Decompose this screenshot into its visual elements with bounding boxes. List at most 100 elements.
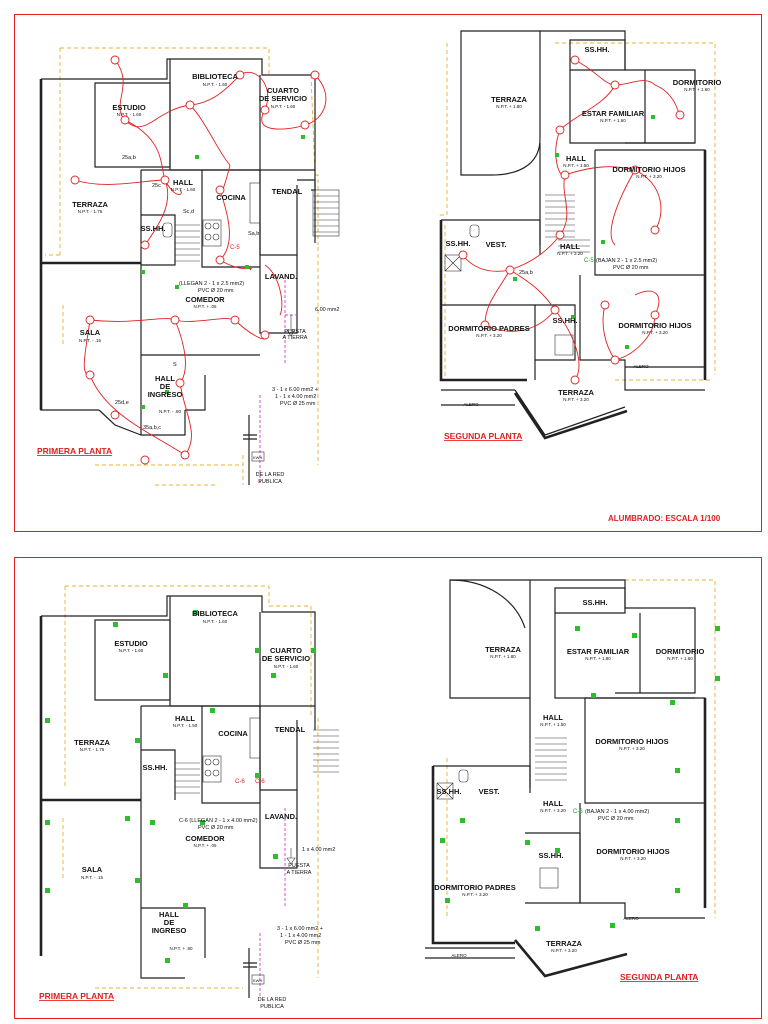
room-label-estudio-b: ESTUDIO (114, 639, 148, 648)
plan-title-primera-planta-b: PRIMERA PLANTA (39, 991, 114, 1001)
wall-dorm-hijos-3 (579, 275, 705, 391)
switch-tag: Sc,d (183, 209, 194, 215)
wall-sshh-b (141, 749, 176, 800)
wall-terraza-b2 (449, 579, 531, 699)
room-label-sshh2-b2: SS.HH. (436, 787, 461, 796)
switches-second-floor (513, 115, 655, 349)
stair-second-floor (545, 194, 590, 253)
room-label-comedor-b: COMEDOR (185, 834, 225, 843)
room-label-sshh3-b2: SS.HH. (538, 851, 563, 860)
level-dorm-padres: N.P.T. + 3.20 (476, 333, 502, 338)
room-label-sshh-b2: SS.HH. (582, 598, 607, 607)
wall-dorm-padres-inner (441, 304, 536, 380)
first-floor-plan-top: BIBLIOTECA N.P.T. - 1.60 ESTUDIO N.P.T. … (37, 47, 339, 486)
label-alero-right-b2: ALERO (623, 916, 639, 921)
plan-title-primera-planta: PRIMERA PLANTA (37, 446, 112, 456)
outlets-second-floor (440, 626, 720, 931)
wall-estudio-b (94, 619, 171, 701)
room-label-estar-b2: ESTAR FAMILIAR (567, 647, 630, 656)
wall-dorm-hijos (595, 149, 706, 380)
circuit-label-c6-a: C-6 (235, 779, 245, 785)
level-hall-ingreso: N.P.T. - .80 (159, 409, 181, 414)
wall-entrance-east (185, 375, 206, 411)
wall-lavand (259, 255, 298, 334)
room-label-sshh-2: SS.HH. (445, 239, 470, 248)
stair-hall (175, 224, 200, 262)
public-grid-label-b: DE LA RED (258, 997, 287, 1003)
circuit-incoming-note-b: C-6 (LLEGAN 2 - 1 x 4.00 mm2) (179, 818, 258, 824)
second-floor-plan-top: SS.HH. TERRAZA N.P.T. + 1.80 ESTAR FAMIL… (439, 30, 721, 441)
public-grid-label-2-b: PUBLICA (260, 1004, 284, 1010)
level-hijos1-b2: N.P.T. + 3.20 (619, 746, 645, 751)
scale-label: ALUMBRADO: ESCALA 1/100 (608, 514, 721, 523)
switch-tag: 35a,b,c (143, 425, 161, 431)
level-sala: N.P.T. - .15 (79, 338, 101, 343)
room-label-terraza-b: TERRAZA (74, 738, 110, 747)
room-label-comedor: COMEDOR (185, 295, 225, 304)
ground-label-2-b: A TIERRA (287, 870, 312, 876)
room-label-hijos2-b2: DORMITORIO HIJOS (596, 847, 669, 856)
level-comedor-b: N.P.T. + .05 (193, 843, 217, 848)
stove (202, 219, 222, 247)
room-label-hall-3: HALL (560, 242, 580, 251)
room-label-lavand: LAVAND. (265, 272, 297, 281)
wall-terraza-curve (460, 30, 541, 176)
feeder-note-3-b: PVC Ø 25 mm (285, 940, 321, 946)
wall-alero-left (441, 389, 515, 406)
kitchen-counter (249, 182, 261, 224)
wall-sshh-top (569, 39, 626, 71)
room-label-hall-ingreso-b: HALL (159, 910, 179, 919)
meter-label-b: KWH (253, 978, 262, 983)
public-grid-label: DE LA RED (256, 472, 285, 478)
level-hall-b2: N.P.T. + 1.50 (540, 722, 566, 727)
wall-terraza-bottom-b2 (514, 939, 628, 978)
room-label-biblioteca: BIBLIOTECA (192, 72, 238, 81)
circuit-outgoing-pipe: PVC Ø 20 mm (613, 265, 649, 271)
room-label-terraza-b2: TERRAZA (485, 645, 521, 654)
level-padres-b2: N.P.T. + 3.20 (462, 892, 488, 897)
room-label-dorm-b2: DORMITORIO (656, 647, 705, 656)
level-servicio: N.P.T. - 1.60 (271, 104, 296, 109)
room-label-hall-2: HALL (566, 154, 586, 163)
wall-sshh-vest (441, 219, 541, 245)
level-biblioteca-b: N.P.T. - 1.60 (203, 619, 228, 624)
room-label-dorm-hijos-2: DORMITORIO HIJOS (618, 321, 691, 330)
level-hall-2: N.P.T. + 1.50 (563, 163, 589, 168)
sheet-bottom-drawing: BIBLIOTECA N.P.T. - 1.60 ESTUDIO N.P.T. … (39, 579, 720, 1010)
stair-east-b (313, 729, 339, 773)
kwh-meter-b (251, 974, 265, 985)
room-label-sala-b: SALA (82, 865, 103, 874)
wall-dorm-hijos-2-b2 (584, 698, 705, 804)
wall-sshh-3 (535, 304, 576, 361)
wall-sshh-b2 (554, 587, 626, 614)
plan-title-segunda-planta: SEGUNDA PLANTA (444, 431, 522, 441)
stair-hall-b (175, 762, 200, 794)
room-label-de: DE (160, 382, 170, 391)
toilet-2 (469, 224, 480, 238)
room-label-sshh-b: SS.HH. (142, 763, 167, 772)
room-label-hall-ingreso: HALL (155, 374, 175, 383)
room-label-de-b: DE (164, 918, 174, 927)
level-dorm-b2: N.P.T. + 1.60 (667, 656, 693, 661)
level-comedor: N.P.T. + .05 (193, 304, 217, 309)
wall-estar (569, 70, 695, 144)
shower-2-b2 (539, 867, 559, 889)
lighting-circuit-second-floor (462, 59, 681, 381)
level-terraza-3: N.P.T. + 3.20 (563, 397, 589, 402)
room-label-dorm-padres: DORMITORIO PADRES (448, 324, 529, 333)
level-hall-3: N.P.T. + 3.20 (557, 251, 583, 256)
second-floor-plan-bottom: SS.HH. TERRAZA N.P.T. + 1.80 ESTAR FAMIL… (425, 579, 720, 982)
switch-tag-2: 25a,b (519, 270, 533, 276)
wall-entrance (140, 410, 186, 436)
circuit-label-2: C-5 (584, 258, 594, 264)
room-label-cocina-b: COCINA (218, 729, 248, 738)
toilet (162, 222, 173, 238)
shower (444, 254, 462, 272)
switch-tag: 25c (152, 183, 161, 189)
roof-outline-b (62, 585, 319, 989)
wall-hall-ingreso-b (141, 907, 206, 958)
room-label-cuarto: CUARTO (267, 86, 299, 95)
kitchen-counter-b (249, 717, 261, 759)
wall-terraza-bottom-thick (513, 392, 628, 440)
roof-outline-b2 (446, 579, 716, 918)
